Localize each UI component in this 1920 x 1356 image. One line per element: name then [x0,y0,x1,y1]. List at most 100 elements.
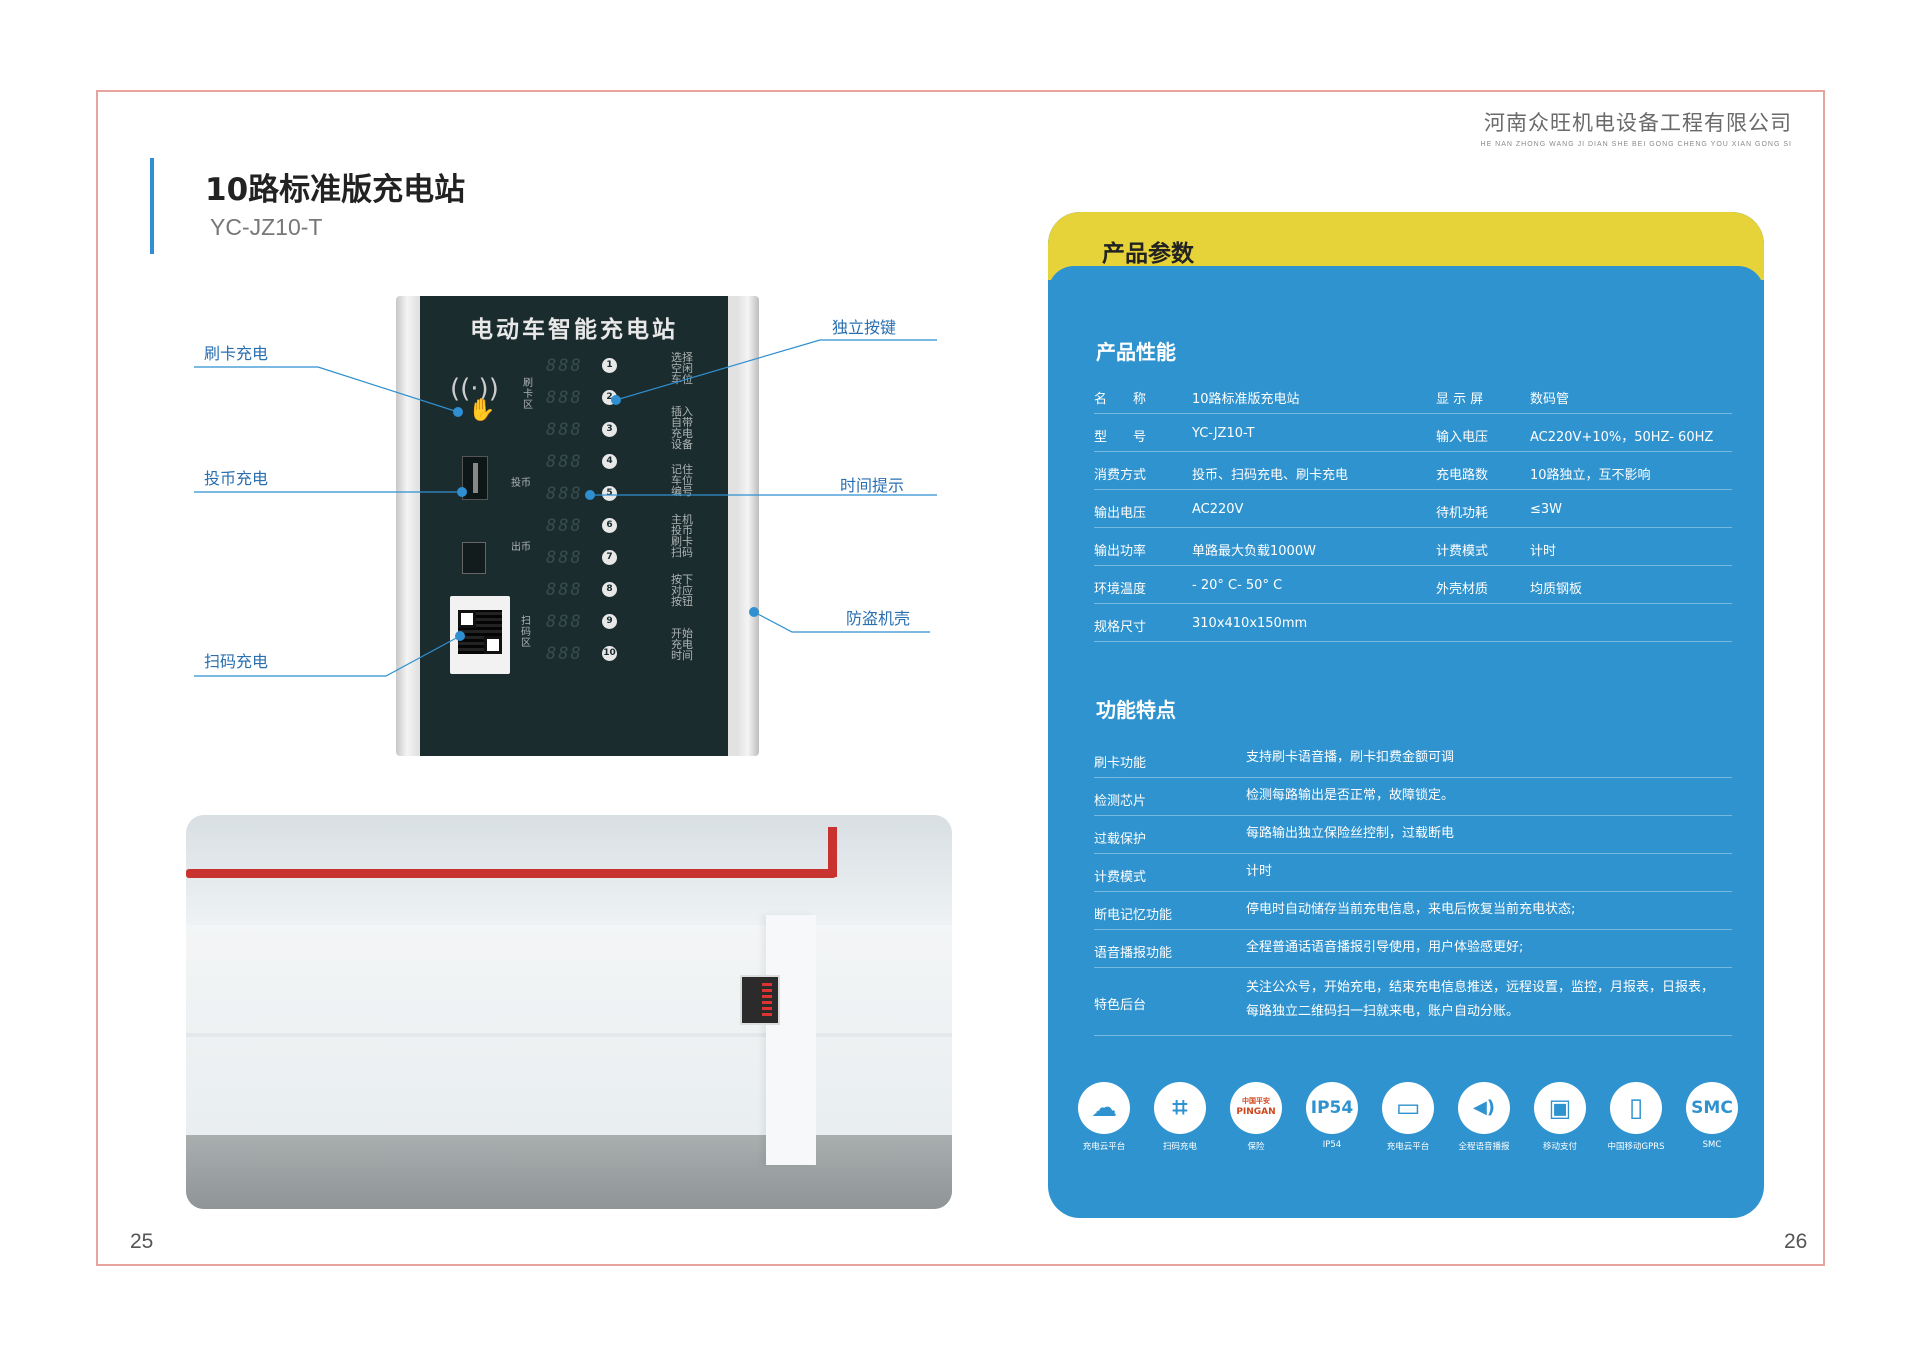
callout-time-hint: 时间提示 [840,476,905,495]
icon-label: SMC [1702,1140,1722,1150]
ip54-icon: IP54 [1306,1082,1358,1134]
table-row: 型 号 YC-JZ10-T 输入电压 AC220V+10%，50HZ- 60HZ [1094,414,1732,452]
spec-key: 输出功率 [1094,544,1147,559]
spec-card: 产品参数 产品性能 名 称 10路标准版充电站 显 示 屏 数码管 型 号 YC… [1048,212,1764,1218]
spec-key: 名 称 [1094,392,1147,407]
features-table: 刷卡功能 支持刷卡语音播，刷卡扣费金额可调 检测芯片 检测每路输出是否正常，故障… [1094,740,1732,1036]
table-row: 过载保护 每路输出独立保险丝控制，过载断电 [1094,816,1732,854]
monitor-icon: ▭ [1382,1082,1434,1134]
scan-icon: ⌗ [1154,1082,1206,1134]
photo-red-pipe [186,869,836,878]
feature-icon-item: ▭ 充电云平台 [1376,1082,1440,1152]
table-row: 刷卡功能 支持刷卡语音播，刷卡扣费金额可调 [1094,740,1732,778]
coin-label: 投币 [511,478,531,489]
instruction-step: 插入自带充电设备 [671,405,693,451]
port-button: 9 [602,614,617,629]
icon-label: 中国移动GPRS [1607,1142,1665,1152]
card-zone-label: 刷卡区 [523,378,533,411]
feature-value: 全程普通话语音播报引导使用，用户体验感更好; [1246,940,1524,955]
callout-independent-key: 独立按键 [832,318,897,337]
gprs-icon: ▯ [1610,1082,1662,1134]
company-pinyin: HE NAN ZHONG WANG JI DIAN SHE BEI GONG C… [1480,141,1792,148]
port-button: 2 [602,390,617,405]
feature-key: 过载保护 [1094,832,1147,847]
qr-code-icon [458,610,502,654]
digit-display: 888 [546,516,583,536]
spec-key: 外壳材质 [1436,582,1489,597]
feature-value: 支持刷卡语音播，刷卡扣费金额可调 [1246,750,1455,765]
port-button: 8 [602,582,617,597]
callout-coin-charge: 投币充电 [204,469,269,488]
instruction-step: 开始充电时间 [671,627,693,662]
digit-display: 888 [546,452,583,472]
feature-key: 断电记忆功能 [1094,908,1173,923]
port-button: 4 [602,454,617,469]
feature-value: 每路输出独立保险丝控制，过载断电 [1246,826,1455,841]
feature-value: 停电时自动储存当前充电信息，来电后恢复当前充电状态; [1246,902,1576,917]
icon-label: 扫码充电 [1162,1142,1197,1152]
company-name: 河南众旺机电设备工程有限公司 [1484,111,1792,135]
feature-key: 计费模式 [1094,870,1147,885]
page-border [96,90,1825,1266]
qr-code-panel [450,596,510,674]
insurance-icon: 中国平安 PINGAN [1230,1082,1282,1134]
icon-label: IP54 [1322,1140,1342,1150]
table-row: 计费模式 计时 [1094,854,1732,892]
spec-value: 投币、扫码充电、刷卡充电 [1192,468,1349,483]
port-row: 888 4 [546,452,617,484]
spec-value: 310x410x150mm [1192,616,1308,631]
feature-key: 检测芯片 [1094,794,1147,809]
coin-return [462,542,486,574]
photo-wall [186,925,952,1135]
spec-key: 规格尺寸 [1094,620,1147,635]
spec-key: 环境温度 [1094,582,1147,597]
instruction-step: 主机投币刷卡扫码 [671,513,693,559]
feature-value: 检测每路输出是否正常，故障锁定。 [1246,788,1455,803]
coin-slot [462,456,488,500]
scan-zone-label: 扫码区 [521,616,531,649]
table-row: 检测芯片 检测每路输出是否正常，故障锁定。 [1094,778,1732,816]
card-hand-icon: ✋ [468,398,496,423]
cloud-icon: ☁ [1078,1082,1130,1134]
port-button: 1 [602,358,617,373]
feature-icon-item: ◀) 全程语音播报 [1452,1082,1516,1152]
feature-icon-item: ▯ 中国移动GPRS [1604,1082,1668,1152]
page-title: 10路标准版充电站 [205,172,466,208]
performance-table: 名 称 10路标准版充电站 显 示 屏 数码管 型 号 YC-JZ10-T 输入… [1094,376,1732,642]
table-row: 规格尺寸 310x410x150mm [1094,604,1732,642]
spec-key: 输出电压 [1094,506,1147,521]
table-row: 语音播报功能 全程普通话语音播报引导使用，用户体验感更好; [1094,930,1732,968]
feature-icon-item: SMC SMC [1680,1082,1744,1150]
digit-display: 888 [546,356,583,376]
spec-value: 计时 [1530,544,1557,559]
device-title: 电动车智能充电站 [470,317,678,343]
spec-value: 10路独立，互不影响 [1530,468,1651,483]
insurance-icon-cn: 中国平安 [1242,1097,1270,1105]
port-button: 5 [602,486,617,501]
spec-key: 待机功耗 [1436,506,1489,521]
icon-label: 充电云平台 [1386,1142,1430,1152]
speaker-icon: ◀) [1458,1082,1510,1134]
feature-key: 特色后台 [1094,998,1147,1013]
digit-display: 888 [546,644,583,664]
photo-conduit [186,1033,952,1037]
coin-out-label: 出币 [511,542,531,553]
spec-value: AC220V [1192,502,1244,517]
spec-body-top [1048,266,1764,306]
table-row: 断电记忆功能 停电时自动储存当前充电信息，来电后恢复当前充电状态; [1094,892,1732,930]
product-model: YC-JZ10-T [210,214,323,240]
table-row: 消费方式 投币、扫码充电、刷卡充电 充电路数 10路独立，互不影响 [1094,452,1732,490]
table-row: 输出功率 单路最大负载1000W 计费模式 计时 [1094,528,1732,566]
port-button: 10 [602,646,617,661]
company-header: 河南众旺机电设备工程有限公司 HE NAN ZHONG WANG JI DIAN… [1481,107,1792,148]
icon-label: 全程语音播报 [1458,1142,1510,1152]
callout-anti-theft: 防盗机壳 [846,609,911,628]
smc-icon: SMC [1686,1082,1738,1134]
spec-key: 消费方式 [1094,468,1147,483]
spec-value: 10路标准版充电站 [1192,392,1300,407]
photo-pillar [766,915,816,1165]
